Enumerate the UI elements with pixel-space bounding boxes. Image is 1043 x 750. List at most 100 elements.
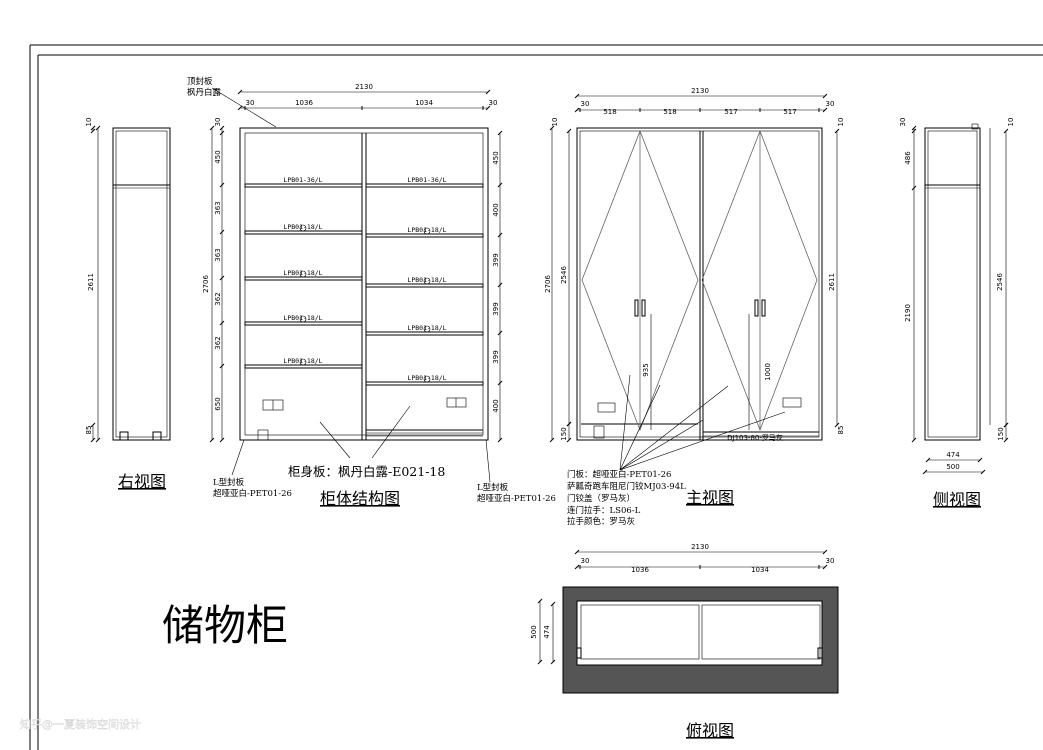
dim-tick bbox=[834, 422, 840, 428]
dimension-label: 517 bbox=[724, 108, 737, 116]
leader bbox=[619, 411, 786, 471]
dimension-label: 935 bbox=[642, 363, 650, 376]
dim-tick bbox=[834, 128, 840, 134]
shelf-label: LPB01-18/L bbox=[283, 314, 322, 322]
dimension-label: 500 bbox=[530, 625, 538, 638]
leader bbox=[619, 384, 661, 471]
shelf-pin bbox=[423, 325, 431, 333]
dimension-label: 10 bbox=[837, 118, 845, 127]
dimension-label: 30 bbox=[246, 99, 255, 107]
annotation: 萨瓤奇跑车阻尼门铰MJ03-94L bbox=[567, 481, 686, 492]
dimension-label: 85 bbox=[837, 426, 845, 435]
side-outer bbox=[924, 127, 981, 441]
shelf-label: LPB01-18/L bbox=[407, 324, 446, 332]
socket-box bbox=[257, 429, 269, 441]
dim-tick bbox=[574, 107, 580, 113]
dim-tick bbox=[219, 125, 225, 131]
dimension-label: 1036 bbox=[295, 99, 313, 107]
leader bbox=[619, 374, 631, 471]
drawing-text: 10261185右视图LPB01-36/LLPB01-18/LLPB01-18/… bbox=[20, 76, 1015, 740]
dim-tick bbox=[485, 89, 491, 95]
dimension-label: 2611 bbox=[87, 273, 95, 291]
door-handle bbox=[641, 299, 646, 317]
drawing-title: 储物柜 bbox=[162, 601, 288, 650]
shelf-label: LPB01-18/L bbox=[407, 276, 446, 284]
dim-tick bbox=[219, 437, 225, 443]
dim-tick bbox=[537, 659, 543, 665]
dimension-label: 517 bbox=[783, 108, 796, 116]
dim-tick bbox=[497, 232, 503, 238]
annotation: 连门拉手：LS06-L bbox=[567, 505, 641, 516]
shelf-label: LPB01-18/L bbox=[283, 357, 322, 365]
annotation: 顶封板 bbox=[187, 76, 213, 87]
shelf-left bbox=[244, 230, 363, 235]
door-handle bbox=[754, 299, 759, 317]
dim-tick bbox=[822, 107, 828, 113]
dim-tick bbox=[497, 130, 503, 136]
dim-tick bbox=[822, 564, 828, 570]
dimension-label: 2611 bbox=[828, 273, 836, 291]
dim-tick bbox=[574, 93, 580, 99]
shelf-pin bbox=[299, 358, 307, 366]
dim-tick bbox=[90, 128, 96, 134]
dimension-label: 30 bbox=[581, 100, 590, 108]
dim-tick bbox=[1003, 128, 1009, 134]
rect bbox=[927, 130, 978, 438]
shelf-right bbox=[365, 381, 484, 386]
leader bbox=[231, 439, 245, 476]
dimension-label: 400 bbox=[492, 399, 500, 412]
leader bbox=[319, 421, 351, 459]
rect bbox=[817, 647, 823, 659]
dimension-label: 399 bbox=[492, 302, 500, 315]
dim-tick bbox=[911, 125, 917, 131]
dimension-label: 150 bbox=[997, 427, 1005, 440]
dimension-label: 450 bbox=[492, 151, 500, 164]
annotation: 门板：超哑亚白-PET01-26 bbox=[567, 469, 671, 480]
dim-tick bbox=[497, 182, 503, 188]
dimension-label: 2130 bbox=[691, 87, 709, 95]
dimension-label: 30 bbox=[899, 118, 907, 127]
shelf-left bbox=[244, 321, 363, 326]
dim-tick bbox=[566, 421, 572, 427]
shelf-label: LPB01-18/L bbox=[407, 374, 446, 382]
dim-tick bbox=[822, 93, 828, 99]
dimension-label: 30 bbox=[214, 118, 222, 127]
shelf-right bbox=[365, 183, 484, 188]
dimension-label: 30 bbox=[826, 557, 835, 565]
view-title-structure: 柜体结构图 bbox=[320, 489, 400, 508]
shelf-label: LPB01-18/L bbox=[407, 226, 446, 234]
dim-tick bbox=[497, 437, 503, 443]
shelf-right bbox=[365, 283, 484, 288]
dimension-label: 2546 bbox=[560, 266, 568, 284]
dimension-label: 2706 bbox=[202, 275, 210, 293]
dim-tick bbox=[550, 601, 556, 607]
dim-tick bbox=[822, 549, 828, 555]
dim-tick bbox=[219, 229, 225, 235]
socket-box bbox=[593, 425, 605, 439]
shelf-pin bbox=[299, 315, 307, 323]
dim-tick bbox=[1003, 437, 1009, 443]
top-view-body bbox=[576, 600, 823, 666]
dim-tick bbox=[497, 282, 503, 288]
view-title-top: 俯视图 bbox=[686, 721, 734, 740]
dimension-label: 399 bbox=[492, 350, 500, 363]
dim-tick bbox=[925, 457, 931, 463]
dim-tick bbox=[237, 105, 243, 111]
dim-tick bbox=[209, 125, 215, 131]
dim-tick bbox=[549, 125, 555, 131]
shelf-label: LPB01-18/L bbox=[283, 223, 322, 231]
switch-box bbox=[597, 402, 616, 413]
shelf-label: LPB01-18/L bbox=[283, 269, 322, 277]
dimension-label: 85 bbox=[85, 426, 93, 435]
annotation: 门铰盖（罗马灰） bbox=[567, 493, 635, 504]
dimension-label: 450 bbox=[214, 150, 222, 163]
dim-tick bbox=[95, 125, 101, 131]
annotation: 拉手颜色：罗马灰 bbox=[567, 516, 635, 527]
dimension-label: 30 bbox=[581, 557, 590, 565]
dimension-label: 150 bbox=[560, 427, 568, 440]
dimension-label: 518 bbox=[603, 108, 616, 116]
dim-tick bbox=[549, 437, 555, 443]
dimension-label: 2546 bbox=[996, 273, 1004, 291]
dimension-label: 10 bbox=[551, 118, 559, 127]
annotation: 柜身板：枫丹白露-E021-18 bbox=[288, 464, 445, 479]
